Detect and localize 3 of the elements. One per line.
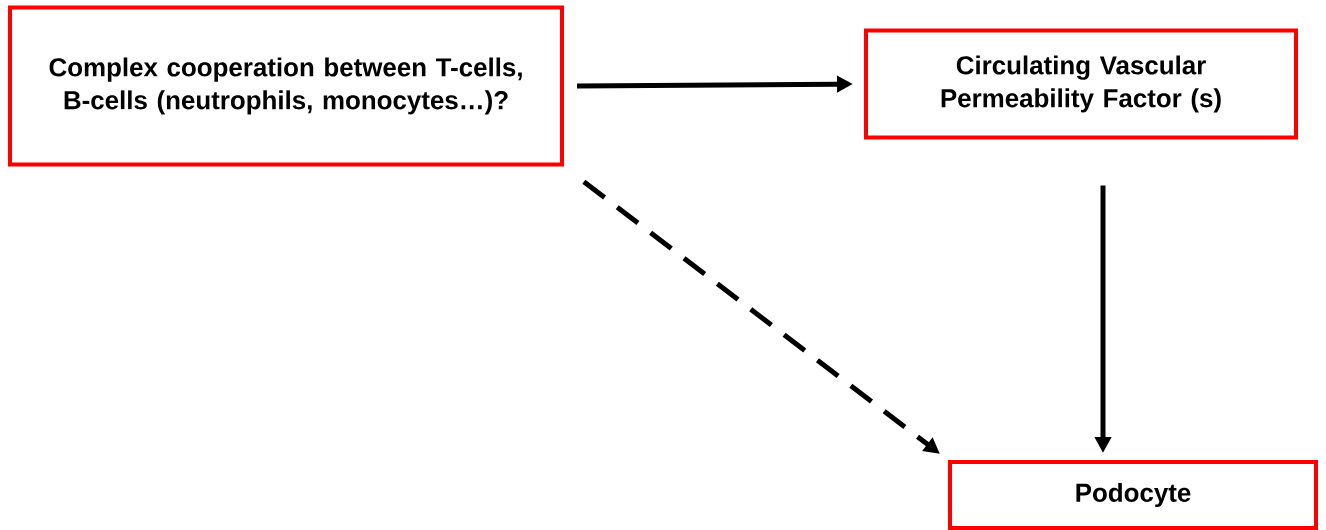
process-box: Podocyte (948, 460, 1318, 530)
process-box: Circulating Vascular Permeability Factor (s) (864, 28, 1298, 140)
process-box: Complex cooperation between T-cells, B-cells (neutrophils, monocytes…)? (8, 5, 564, 167)
